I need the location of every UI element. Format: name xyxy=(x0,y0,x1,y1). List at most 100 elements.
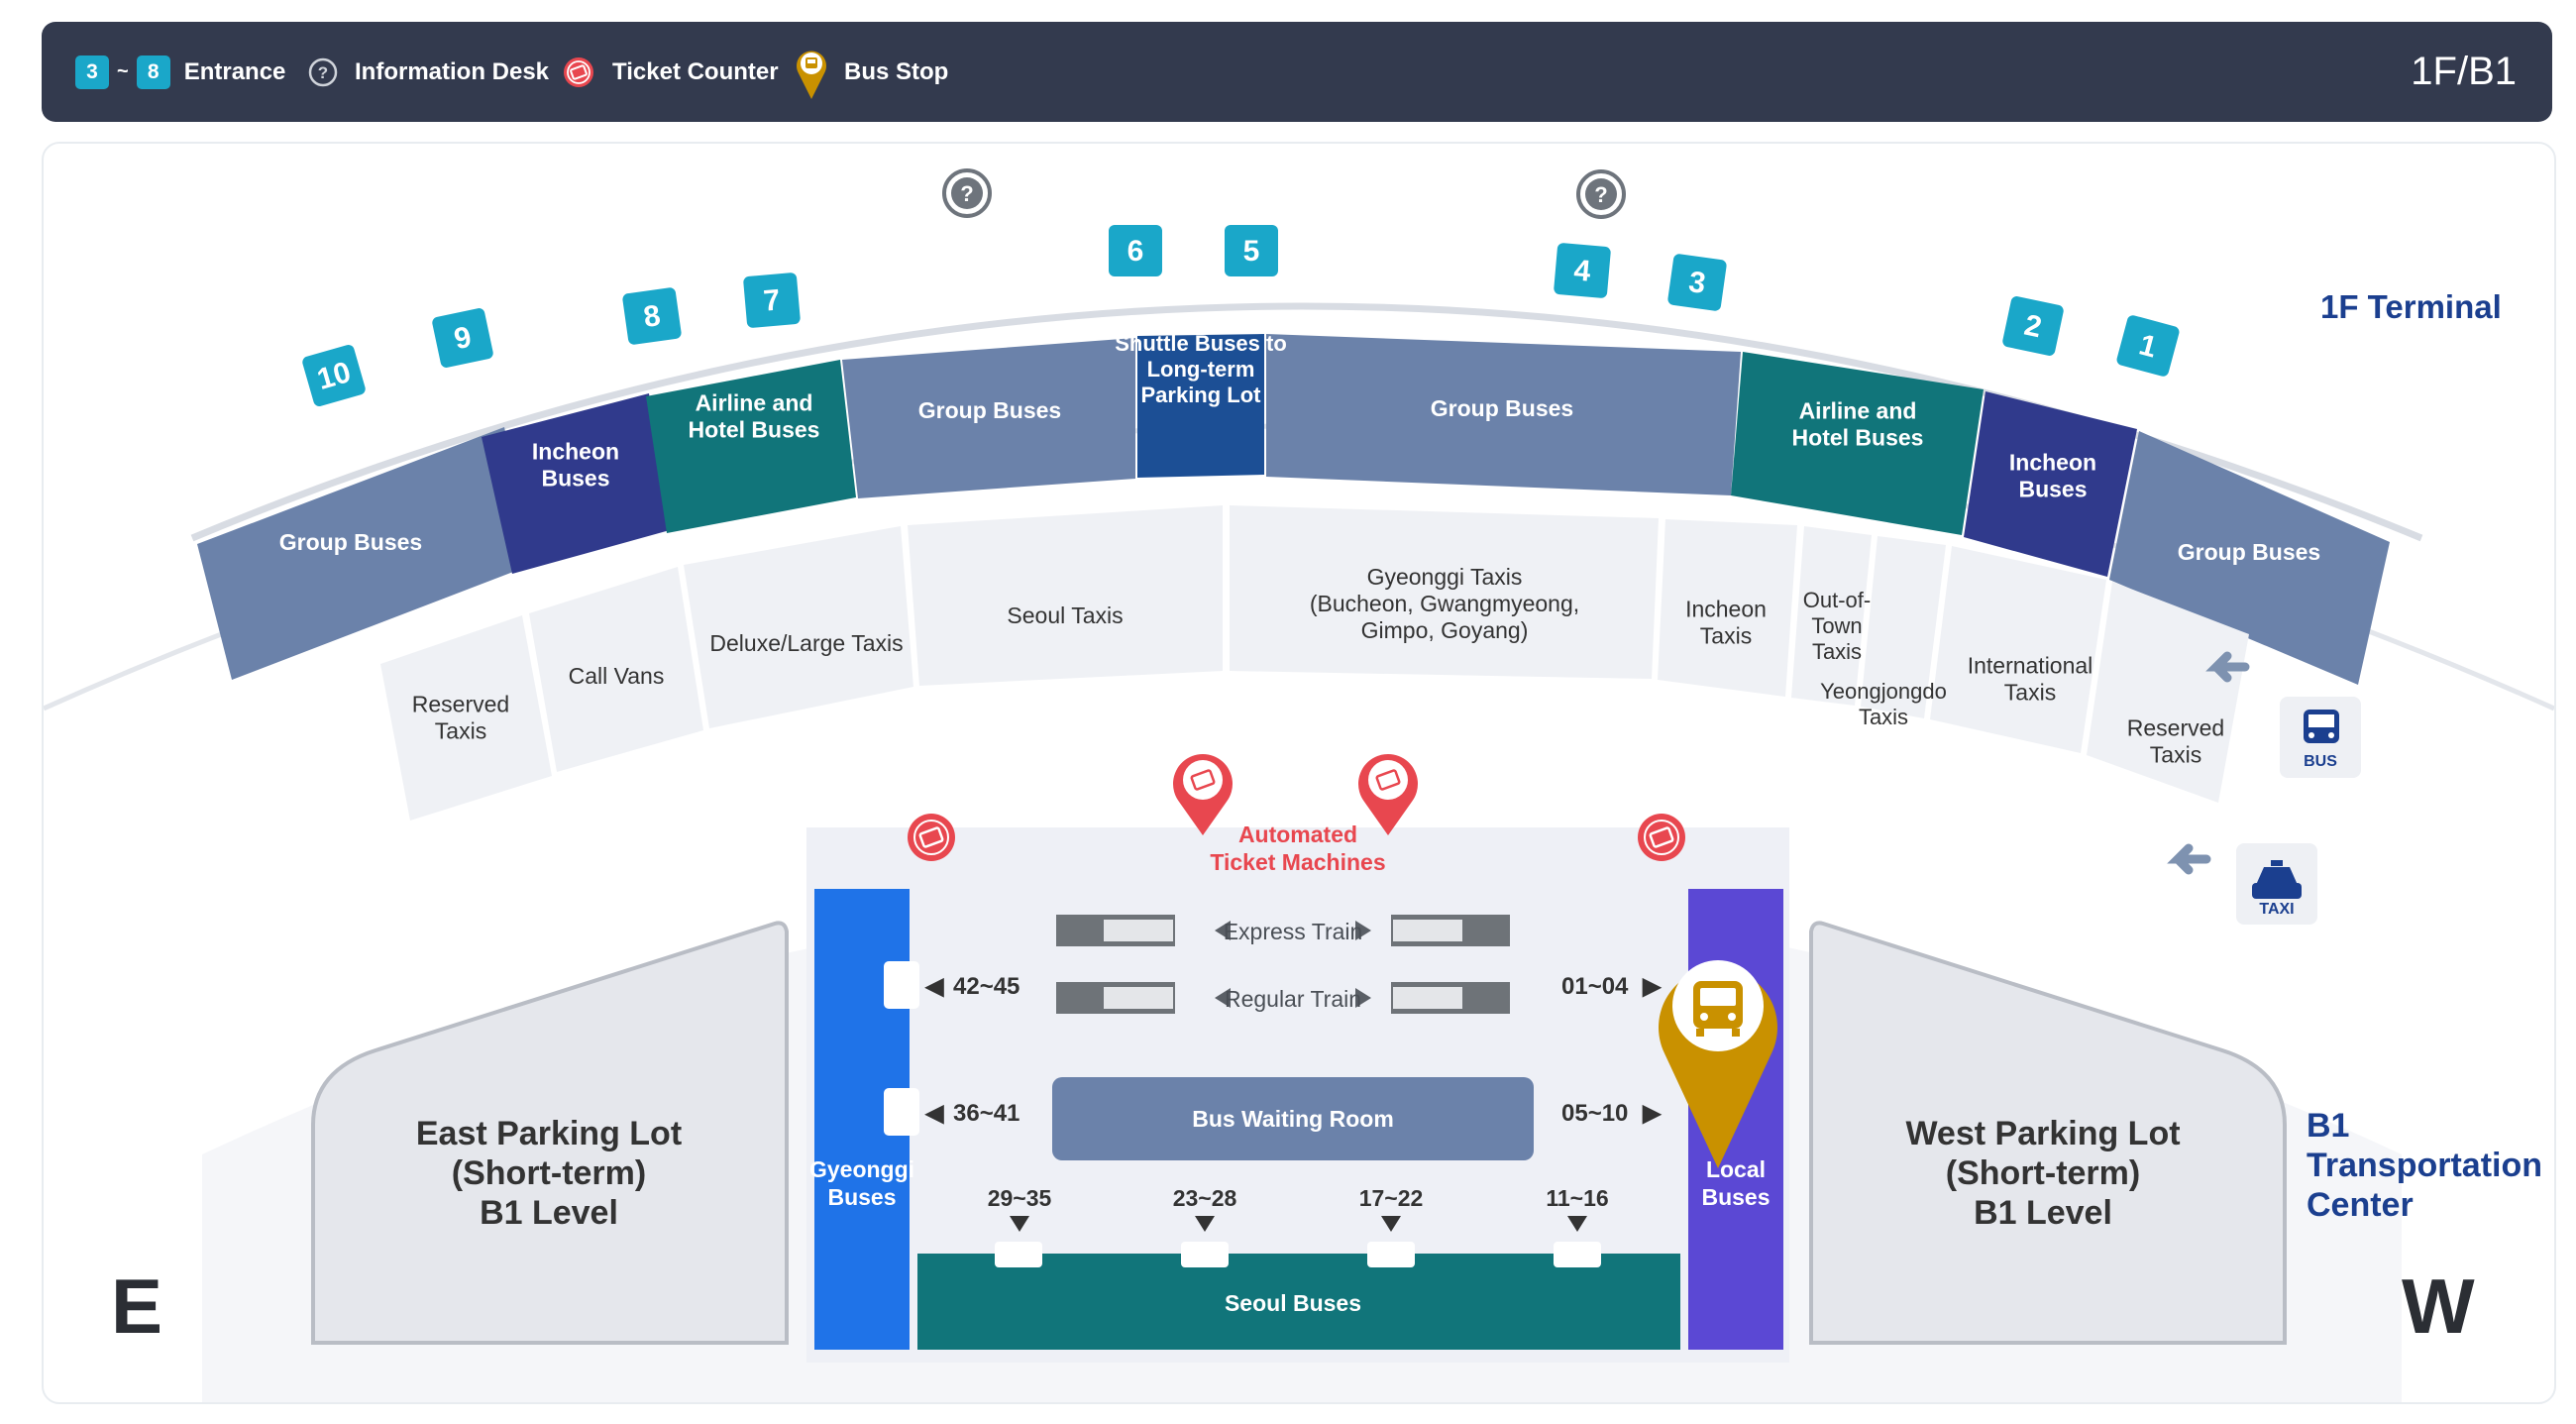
gate-badge: 5 xyxy=(1225,225,1278,276)
zone-deluxe-taxis[interactable] xyxy=(684,526,913,728)
legend-entrance-label: Entrance xyxy=(183,57,286,85)
ticket-machines-label-2: Ticket Machines xyxy=(1210,849,1385,875)
regular-train-track xyxy=(1056,982,1510,1014)
gate-range-label: 36~41 xyxy=(953,1100,1020,1127)
gate-number: 6 xyxy=(1127,235,1144,268)
zone-label: Deluxe/Large Taxis xyxy=(709,630,903,656)
zone-airline-hotel-1[interactable] xyxy=(646,360,856,533)
gate-number: 3 xyxy=(1686,266,1707,300)
info-desk-icon[interactable]: ? xyxy=(942,168,992,218)
arrow-right-icon: ▶ xyxy=(1642,1100,1663,1127)
zone-label: Group Buses xyxy=(2178,539,2320,565)
zone-gyeonggi-taxis[interactable] xyxy=(1230,505,1659,679)
zone-incheon-buses-2[interactable] xyxy=(1964,391,2137,577)
zone-reserved-taxis-2[interactable] xyxy=(2087,582,2249,803)
bus-icon: BUS xyxy=(2280,697,2361,778)
bus-stop-pin-icon[interactable] xyxy=(1659,960,1777,1168)
gyeonggi-buses-label-2: Buses xyxy=(827,1184,896,1210)
bus-waiting-room[interactable] xyxy=(1052,1077,1534,1160)
gate-range-label: 29~35 xyxy=(988,1185,1052,1211)
zone-out-of-town-taxis[interactable] xyxy=(1791,526,1872,706)
arrow-down-icon xyxy=(1567,1216,1587,1232)
ticket-counter-icon[interactable] xyxy=(1638,814,1685,861)
taxi-icon: TAXI xyxy=(2236,843,2317,925)
legend-bar: 3 ~ 8 Entrance ? Information Desk Ticket… xyxy=(42,22,2552,122)
ticket-machine-pin-icon[interactable] xyxy=(1173,754,1233,835)
seoul-buses-label: Seoul Buses xyxy=(1225,1290,1361,1316)
gate-badge: 10 xyxy=(302,344,366,407)
gate-badge: 8 xyxy=(622,287,682,345)
gate-stub xyxy=(1554,1242,1601,1267)
zone-call-vans[interactable] xyxy=(529,567,703,772)
zone-label: Call Vans xyxy=(569,663,665,689)
zone-incheon-buses-1[interactable] xyxy=(482,393,670,574)
gate-range-label: 05~10 xyxy=(1561,1100,1628,1127)
ticket-machine-pin-icon[interactable] xyxy=(1358,754,1418,835)
zone-label: Seoul Taxis xyxy=(1007,602,1123,628)
west-parking-lot[interactable] xyxy=(1809,921,2287,1345)
floor-label: 1F/B1 xyxy=(2411,50,2517,93)
svg-text:?: ? xyxy=(960,181,973,206)
zone-reserved-taxis-1[interactable] xyxy=(380,615,552,821)
ticket-machines-label-1: Automated xyxy=(1238,822,1357,847)
express-train-track xyxy=(1056,915,1510,946)
legend-ticket-counter-label: Ticket Counter xyxy=(612,57,779,85)
zone-group-buses-3[interactable] xyxy=(1266,334,1741,495)
east-parking-label: East Parking Lot xyxy=(416,1115,682,1152)
gate-range-label: 01~04 xyxy=(1561,973,1629,1000)
gate-range-label: 42~45 xyxy=(953,973,1020,1000)
zone-label: Group Buses xyxy=(918,397,1061,423)
east-parking-label: B1 Level xyxy=(480,1194,618,1232)
zone-international-taxis[interactable] xyxy=(1930,546,2106,753)
gate-stub xyxy=(884,1088,919,1136)
gate-range-label: 17~22 xyxy=(1359,1185,1424,1211)
west-direction-label: W xyxy=(2402,1262,2475,1350)
legend-bus-stop: Bus Stop xyxy=(793,22,948,122)
ticket-counter-icon[interactable] xyxy=(908,814,955,861)
gate-number: 5 xyxy=(1243,235,1260,268)
legend-info-desk: ? Information Desk xyxy=(307,22,549,122)
zone-yeongjongdo-taxis[interactable] xyxy=(1861,536,1946,718)
east-parking-lot[interactable] xyxy=(311,921,789,1345)
express-train-label: Express Train xyxy=(1224,919,1363,944)
arrow-left-icon: ◀ xyxy=(924,973,944,1000)
info-desk-icon: ? xyxy=(308,57,338,86)
gate-stub xyxy=(884,961,919,1009)
gate-number: 8 xyxy=(642,299,663,334)
zone-seoul-buses[interactable] xyxy=(917,1254,1680,1350)
legend-ticket-counter: Ticket Counter xyxy=(561,22,779,122)
east-direction-label: E xyxy=(111,1262,162,1350)
zone-group-buses-2[interactable] xyxy=(842,338,1135,498)
bus-stop-pin-icon xyxy=(797,51,826,99)
legend-bus-stop-label: Bus Stop xyxy=(844,57,949,85)
zone-group-buses-4[interactable] xyxy=(2109,431,2390,685)
west-parking-label: B1 Level xyxy=(1974,1194,2112,1232)
gate-badge: 4 xyxy=(1554,243,1611,298)
gate-badge: 7 xyxy=(743,273,801,328)
zone-incheon-taxis[interactable] xyxy=(1658,519,1797,697)
entrance-range-separator: ~ xyxy=(117,60,129,82)
zone-shuttle-buses[interactable] xyxy=(1137,334,1264,478)
gate-badge: 6 xyxy=(1109,225,1162,276)
b1-title-line: B1 xyxy=(2307,1107,2349,1145)
legend-info-desk-label: Information Desk xyxy=(355,57,550,85)
gate-badge: 3 xyxy=(1667,254,1727,311)
gate-number: 2 xyxy=(2021,309,2044,345)
zone-airline-hotel-2[interactable] xyxy=(1731,352,1984,535)
arrow-down-icon xyxy=(1010,1216,1029,1232)
zone-seoul-taxis[interactable] xyxy=(908,505,1223,686)
zone-group-buses-1[interactable] xyxy=(197,427,534,680)
terminal-title: 1F Terminal xyxy=(2320,288,2502,325)
info-desk-icon[interactable]: ? xyxy=(1576,169,1626,219)
